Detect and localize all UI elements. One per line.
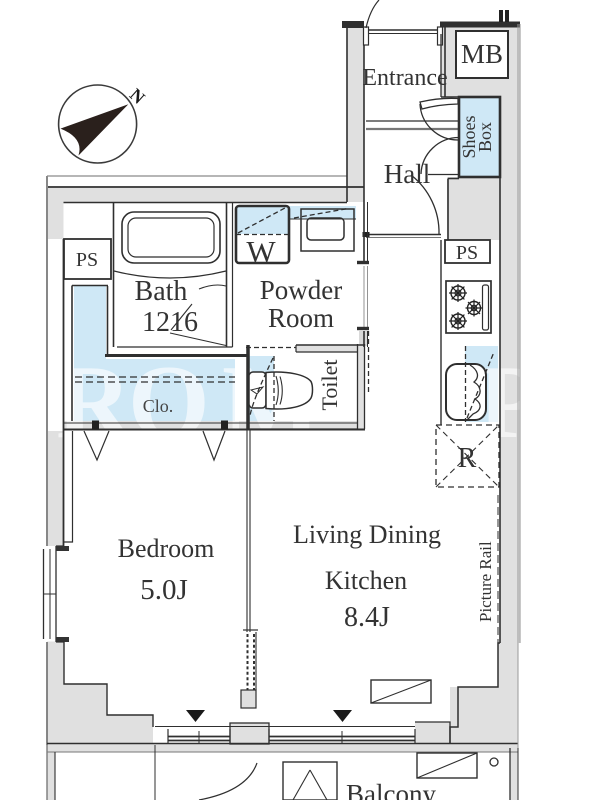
svg-text:A: A bbox=[548, 343, 600, 460]
svg-text:W: W bbox=[246, 234, 276, 269]
svg-text:Powder: Powder bbox=[260, 275, 343, 305]
svg-text:Picture Rail: Picture Rail bbox=[476, 541, 495, 622]
svg-text:O: O bbox=[128, 343, 210, 460]
svg-text:P: P bbox=[478, 343, 542, 460]
svg-text:Bedroom: Bedroom bbox=[118, 534, 215, 563]
svg-text:Kitchen: Kitchen bbox=[325, 566, 407, 595]
svg-text:PS: PS bbox=[456, 242, 478, 264]
svg-text:5.0J: 5.0J bbox=[140, 574, 188, 606]
svg-text:Balcony: Balcony bbox=[346, 779, 436, 800]
svg-text:1216: 1216 bbox=[142, 307, 198, 338]
svg-text:Bath: Bath bbox=[135, 276, 188, 307]
svg-text:Hall: Hall bbox=[384, 159, 431, 189]
svg-text:Clo.: Clo. bbox=[143, 396, 174, 416]
svg-text:Room: Room bbox=[268, 303, 334, 333]
svg-text:R: R bbox=[56, 343, 133, 460]
svg-text:Living Dining: Living Dining bbox=[293, 520, 441, 549]
svg-text:MB: MB bbox=[461, 39, 503, 69]
svg-text:R: R bbox=[458, 443, 477, 474]
svg-text:Box: Box bbox=[475, 122, 495, 152]
svg-text:Shoes: Shoes bbox=[459, 115, 479, 158]
svg-text:Entrance: Entrance bbox=[362, 65, 447, 91]
svg-text:PS: PS bbox=[76, 249, 98, 271]
svg-text:8.4J: 8.4J bbox=[344, 602, 390, 633]
svg-text:Toilet: Toilet bbox=[317, 359, 342, 410]
